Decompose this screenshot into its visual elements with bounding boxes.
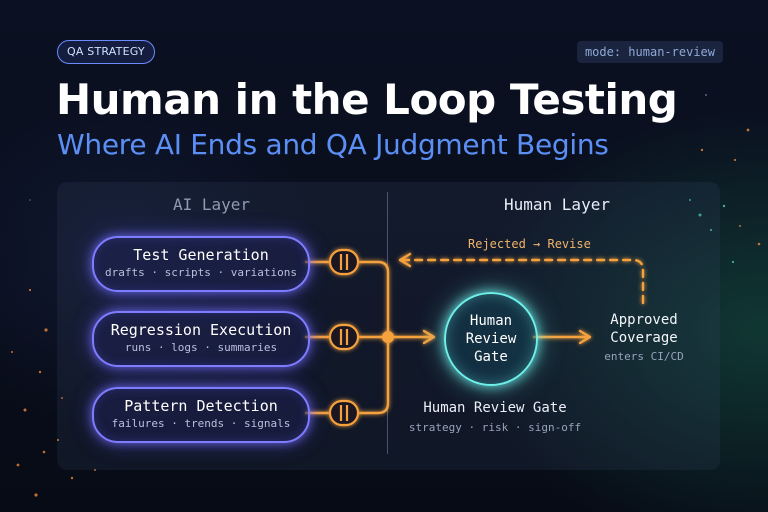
node-subtitle: runs · logs · summaries — [124, 341, 278, 354]
rejected-revise-label: Rejected → Revise — [468, 237, 591, 251]
category-tag: QA STRATEGY — [57, 40, 155, 64]
gate-sublabel: strategy · risk · sign-off — [408, 421, 582, 434]
gate-text: Human Review Gate — [465, 313, 517, 365]
node-title: Test Generation — [133, 246, 269, 264]
human-review-gate-node: Human Review Gate — [444, 292, 538, 386]
pattern-detection-node: Pattern Detection failures · trends · si… — [92, 387, 310, 443]
approved-coverage-sublabel: enters CI/CD — [604, 350, 684, 363]
test-generation-node: Test Generation drafts · scripts · varia… — [92, 236, 310, 292]
gate-label: Human Review Gate — [423, 400, 567, 416]
mode-badge: mode: human-review — [576, 41, 723, 63]
regression-execution-node: Regression Execution runs · logs · summa… — [92, 311, 310, 367]
page-subtitle: Where AI Ends and QA Judgment Begins — [57, 128, 609, 161]
node-title: Regression Execution — [110, 321, 292, 339]
human-layer-heading: Human Layer — [504, 195, 610, 214]
node-subtitle: failures · trends · signals — [111, 417, 291, 430]
ai-layer-heading: AI Layer — [173, 195, 251, 214]
page-title: Human in the Loop Testing — [56, 75, 678, 124]
node-subtitle: drafts · scripts · variations — [104, 266, 298, 279]
node-title: Pattern Detection — [124, 397, 278, 415]
approved-coverage-label: Approved Coverage — [610, 312, 678, 346]
